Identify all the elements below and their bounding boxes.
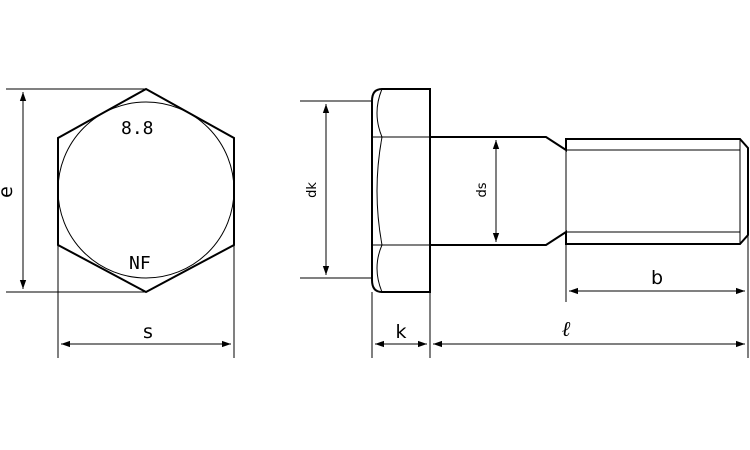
dimension-s: s	[57, 245, 235, 358]
head-end-view: 8.8 NF	[57, 87, 235, 294]
head-chamfer-arc	[376, 88, 383, 138]
chamfer-circle	[57, 101, 235, 279]
label-ds: ds	[475, 182, 490, 197]
label-l: ℓ	[562, 317, 571, 341]
bolt-side-view	[371, 88, 749, 293]
label-s: s	[143, 321, 153, 343]
dimension-b: b	[565, 232, 745, 302]
label-b: b	[651, 267, 663, 289]
head-chamfer-arc	[376, 136, 383, 246]
label-e: e	[0, 186, 17, 198]
dimension-k: k	[371, 292, 431, 358]
shank-and-thread-outline	[430, 136, 749, 246]
strength-class-mark: 8.8	[121, 118, 154, 139]
dimension-dk: dk	[300, 100, 372, 279]
dimension-l: ℓ	[433, 235, 749, 358]
dimension-e: e	[0, 88, 146, 293]
head-chamfer-arc	[376, 244, 383, 293]
label-k: k	[395, 321, 406, 343]
maker-mark: NF	[129, 253, 151, 274]
label-dk: dk	[305, 182, 320, 198]
head-side-outline	[371, 88, 431, 293]
dimension-ds: ds	[475, 140, 500, 242]
